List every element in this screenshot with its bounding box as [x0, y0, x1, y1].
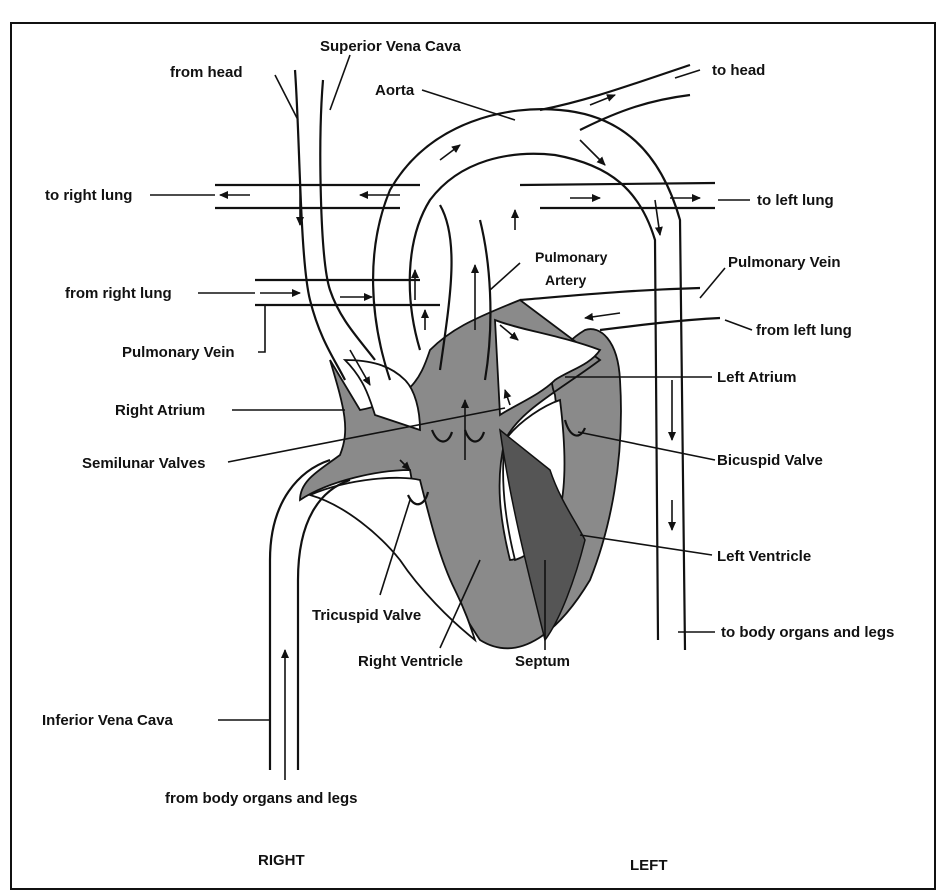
- pa-left-top: [520, 183, 715, 185]
- flow-arrow: [440, 145, 460, 160]
- leader-from-left-lung: [725, 320, 752, 330]
- aorta-to-head-bottom: [580, 95, 690, 130]
- label-pulmonary-artery-1: Pulmonary: [535, 249, 608, 265]
- label-pulmonary-vein-right: Pulmonary Vein: [122, 344, 235, 361]
- label-pulmonary-artery-2: Artery: [545, 272, 586, 288]
- label-left-ventricle: Left Ventricle: [717, 548, 811, 565]
- flow-arrow: [655, 200, 660, 235]
- label-to-left-lung: to left lung: [757, 192, 834, 209]
- label-from-right-lung: from right lung: [65, 285, 172, 302]
- label-from-head: from head: [170, 64, 243, 81]
- label-left-side: LEFT: [630, 857, 668, 874]
- svc-wall-right: [320, 80, 375, 360]
- leader-svc: [330, 55, 350, 110]
- leader-pulmonary-vein-left: [700, 268, 725, 298]
- label-pulmonary-vein-left: Pulmonary Vein: [728, 254, 841, 271]
- label-superior-vena-cava: Superior Vena Cava: [320, 38, 462, 55]
- flow-arrow: [585, 313, 620, 318]
- leader-pulmonary-artery: [490, 263, 520, 290]
- flow-arrow: [580, 140, 605, 165]
- label-tricuspid-valve: Tricuspid Valve: [312, 607, 421, 624]
- pv-left-bottom: [600, 318, 720, 330]
- label-to-body: to body organs and legs: [721, 624, 894, 641]
- label-inferior-vena-cava: Inferior Vena Cava: [42, 712, 174, 729]
- label-left-atrium: Left Atrium: [717, 369, 796, 386]
- leader-to-head: [675, 70, 700, 78]
- label-to-head: to head: [712, 62, 765, 79]
- aorta-to-head-top: [540, 65, 690, 110]
- label-right-atrium: Right Atrium: [115, 402, 205, 419]
- label-right-side: RIGHT: [258, 852, 305, 869]
- label-right-ventricle: Right Ventricle: [358, 653, 463, 670]
- label-bicuspid-valve: Bicuspid Valve: [717, 452, 823, 469]
- pv-left-top: [520, 288, 700, 300]
- leader-pulmonary-vein-right: [258, 305, 265, 352]
- label-from-left-lung: from left lung: [756, 322, 852, 339]
- leader-aorta: [422, 90, 515, 120]
- leader-from-head: [275, 75, 298, 120]
- label-to-right-lung: to right lung: [45, 187, 132, 204]
- label-semilunar-valves: Semilunar Valves: [82, 455, 205, 472]
- ivc-wall-right: [298, 480, 350, 770]
- label-aorta: Aorta: [375, 82, 415, 99]
- label-septum: Septum: [515, 653, 570, 670]
- heart-muscle: [300, 300, 621, 648]
- label-from-body: from body organs and legs: [165, 790, 358, 807]
